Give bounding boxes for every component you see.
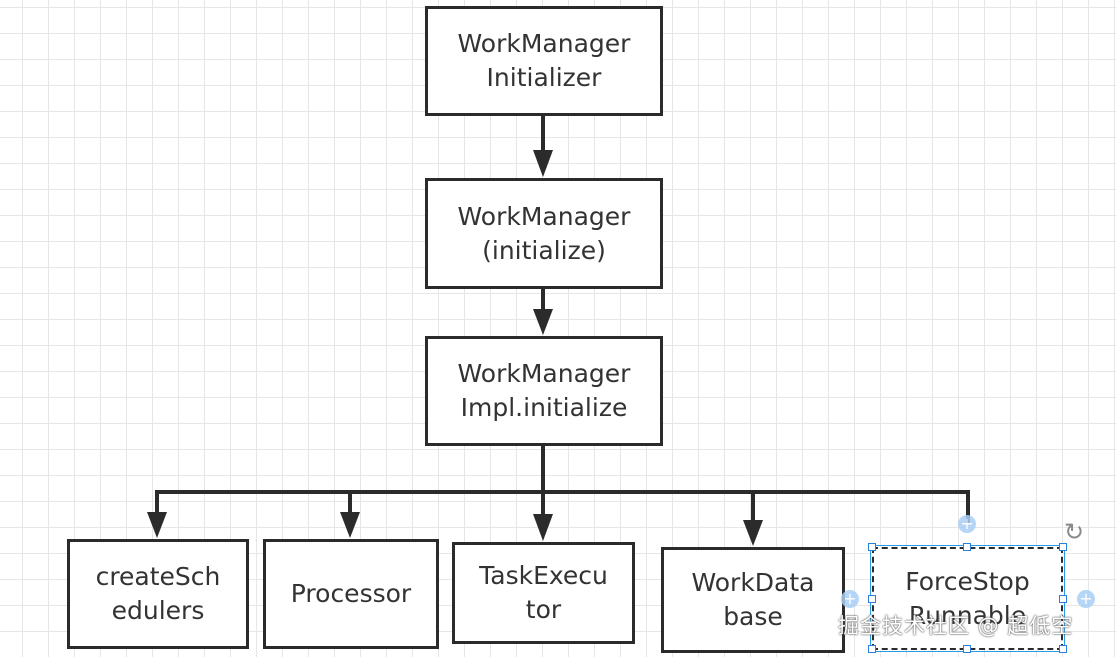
node-task-executor[interactable]: TaskExecu tor [452,542,635,644]
node-create-schedulers[interactable]: createSch edulers [67,539,249,649]
node-workmanager-initializer[interactable]: WorkManager Initializer [425,6,663,116]
arrow-to-processor [340,512,360,538]
add-connection-top-icon[interactable]: + [958,515,976,533]
arrow-to-create-schedulers [147,512,167,538]
node-label: WorkData base [691,568,815,631]
node-workmanager-impl-initialize[interactable]: WorkManager Impl.initialize [425,336,663,446]
node-processor[interactable]: Processor [263,539,439,649]
add-connection-left-icon[interactable]: + [841,590,859,608]
resize-handle-top-left[interactable] [868,543,876,551]
node-label: createSch edulers [95,562,221,625]
arrow-initialize-to-impl [533,309,553,335]
arrow-to-task-executor [533,514,553,541]
node-label: WorkManager Impl.initialize [457,359,631,422]
node-work-database[interactable]: WorkData base [661,547,845,653]
resize-handle-top[interactable] [963,543,971,551]
node-workmanager-initialize[interactable]: WorkManager (initialize) [425,178,663,289]
add-connection-right-icon[interactable]: + [1077,590,1095,608]
node-label: WorkManager (initialize) [457,201,631,265]
node-label: TaskExecu tor [479,561,608,624]
node-force-stop-runnable[interactable]: ForceStop Runnable [870,545,1065,652]
rotate-icon[interactable]: ↻ [1064,518,1085,546]
resize-handle-bottom-left[interactable] [868,645,876,653]
resize-handle-bottom-right[interactable] [1059,645,1067,653]
resize-handle-bottom[interactable] [963,645,971,653]
node-label: ForceStop Runnable [905,566,1030,630]
resize-handle-right[interactable] [1059,595,1067,603]
watermark-text: 掘金技术社区 @ 超低空 [838,614,1074,638]
resize-handle-top-right[interactable] [1059,543,1067,551]
node-label: Processor [290,579,412,608]
edge-branch-bar[interactable] [155,490,970,523]
arrow-to-work-database [743,520,763,546]
arrow-initializer-to-initialize [533,150,553,177]
resize-handle-left[interactable] [868,595,876,603]
node-label: WorkManager Initializer [457,29,631,92]
edge-to-work-database[interactable] [543,490,755,520]
